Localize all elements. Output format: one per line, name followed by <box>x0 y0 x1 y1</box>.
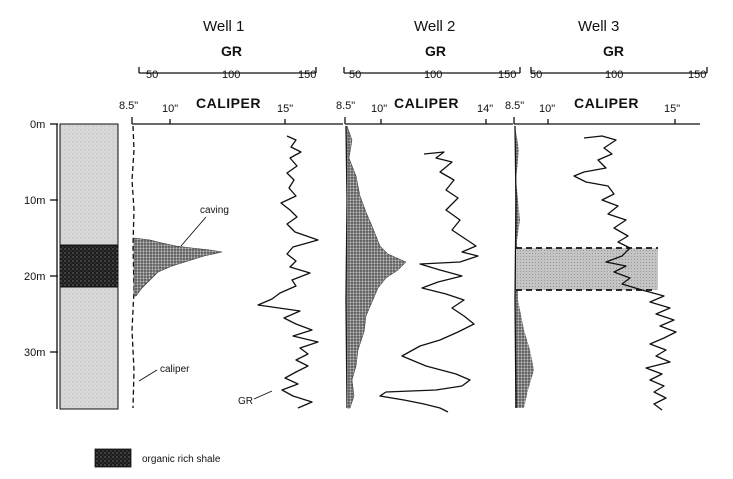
depth-tick-10: 10m <box>24 195 58 207</box>
caliper-tick-label: 8.5" <box>119 100 138 112</box>
caliper-trace <box>345 125 348 409</box>
depth-axis: 0m 10m 20m 30m <box>24 119 58 409</box>
sand-interval-lower <box>59 286 119 410</box>
gr-trace <box>257 135 319 409</box>
well-title: Well 2 <box>414 18 455 35</box>
caliper-tick-label: 8.5" <box>505 100 524 112</box>
gr-tick-label: 100 <box>222 69 240 81</box>
lithology-column <box>59 123 119 410</box>
caving-fill <box>346 125 407 409</box>
well-2-panel: Well 2 GR 50 100 150 8.5" 10" CALIPER 14… <box>336 18 521 413</box>
depth-tick-20: 20m <box>24 271 58 283</box>
gr-tick-label: 150 <box>688 69 706 81</box>
well-title: Well 3 <box>578 18 619 35</box>
well-title: Well 1 <box>203 18 244 35</box>
caliper-tick-label: 15" <box>277 103 293 115</box>
gr-tick-label: 50 <box>530 69 542 81</box>
depth-label: 30m <box>24 347 45 359</box>
gr-tick-label: 50 <box>349 69 361 81</box>
organic-shale-zone <box>516 248 658 290</box>
depth-label: 10m <box>24 195 45 207</box>
gr-tick-label: 150 <box>298 69 316 81</box>
gr-annotation: GR <box>238 396 253 407</box>
gr-trace <box>379 151 479 413</box>
depth-tick-30: 30m <box>24 347 58 359</box>
caliper-trace <box>514 125 517 409</box>
gr-tick-label: 100 <box>605 69 623 81</box>
caving-fill <box>133 237 223 297</box>
legend-label: organic rich shale <box>142 454 221 465</box>
depth-label: 0m <box>30 119 45 131</box>
gr-scale-title: GR <box>221 43 242 59</box>
organic-shale-swatch <box>94 448 132 468</box>
caliper-tick-label: 10" <box>162 103 178 115</box>
gr-tick-label: 50 <box>146 69 158 81</box>
caliper-scale-title: CALIPER <box>574 95 639 111</box>
well-1-panel: Well 1 GR 50 100 150 8.5" 10" CALIPER 15… <box>119 18 343 409</box>
organic-shale-interval <box>59 244 119 288</box>
depth-label: 20m <box>24 271 45 283</box>
caving-annotation: caving <box>200 205 229 216</box>
gr-scale-title: GR <box>603 43 624 59</box>
caving-fill <box>515 126 534 408</box>
caliper-tick-label: 15" <box>664 103 680 115</box>
caliper-tick-label: 8.5" <box>336 100 355 112</box>
caliper-annotation: caliper <box>160 364 190 375</box>
gr-tick-label: 100 <box>424 69 442 81</box>
well-3-panel: Well 3 GR 50 100 150 8.5" 10" CALIPER 15… <box>505 18 708 411</box>
caliper-scale-title: CALIPER <box>394 95 459 111</box>
gr-tick-label: 150 <box>498 69 516 81</box>
depth-tick-0: 0m <box>30 119 58 131</box>
gr-scale-title: GR <box>425 43 446 59</box>
caliper-tick-label: 10" <box>539 103 555 115</box>
legend: organic rich shale <box>94 448 221 468</box>
gr-trace <box>573 135 677 411</box>
caliper-scale-title: CALIPER <box>196 95 261 111</box>
sand-interval-upper <box>59 123 119 246</box>
caliper-trace <box>131 125 135 409</box>
caliper-tick-label: 10" <box>371 103 387 115</box>
caliper-tick-label: 14" <box>477 103 493 115</box>
